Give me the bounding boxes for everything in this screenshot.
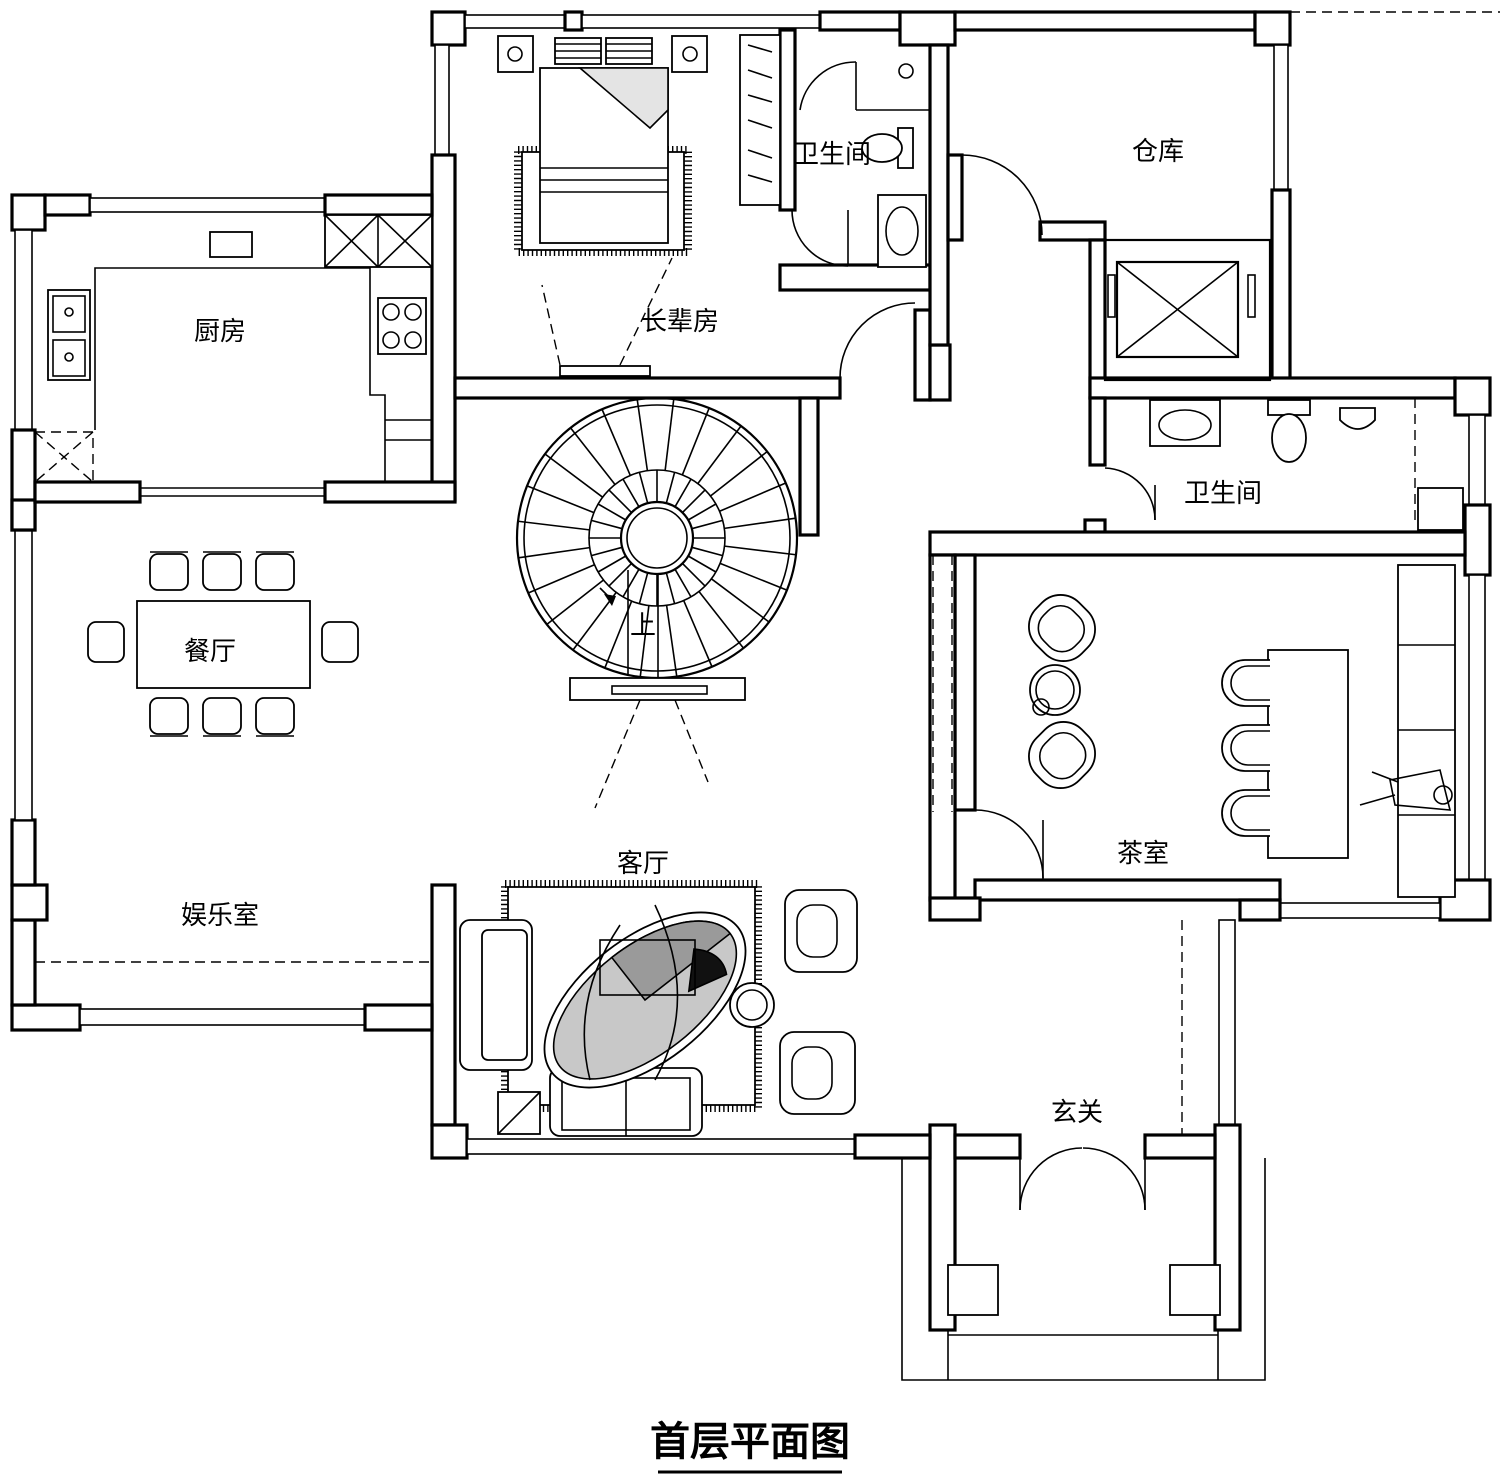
stair-tread — [622, 568, 640, 598]
plan-title: 首层平面图 — [650, 1419, 850, 1465]
stair-tread — [687, 555, 717, 573]
stair-tread — [674, 568, 692, 598]
stair-tread — [687, 503, 717, 521]
stair-tread — [597, 503, 627, 521]
dining-set — [87, 551, 359, 737]
stair-tread — [569, 427, 616, 486]
stair-tread — [639, 605, 650, 678]
kitchen-fixtures — [47, 214, 433, 482]
tea-table — [1267, 649, 1349, 859]
spiral-stair — [515, 396, 799, 701]
label-bathroom-right: 卫生间 — [1184, 479, 1262, 509]
stair-tread — [601, 408, 632, 476]
stair-tread — [664, 398, 675, 471]
stair-tread — [604, 600, 633, 669]
stair-tread — [572, 591, 617, 651]
nightstand — [497, 35, 534, 73]
stair-tread — [638, 572, 649, 604]
label-bathroom-upper: 卫生间 — [793, 140, 871, 170]
nightstand — [671, 35, 708, 73]
stair-tread — [546, 579, 605, 626]
stair-tread — [665, 472, 676, 504]
range-hood — [209, 231, 253, 258]
stair-tread — [681, 407, 710, 476]
bed — [539, 67, 669, 244]
bench-sofa — [1397, 564, 1456, 898]
stair-tread — [691, 546, 723, 557]
stair-tread — [665, 605, 678, 677]
stair-tread — [591, 519, 623, 530]
bedroom-furniture — [497, 34, 781, 377]
bath-fixtures — [861, 63, 1464, 531]
stove — [377, 297, 427, 355]
label-living-room: 客厅 — [617, 849, 669, 879]
label-tea-room: 茶室 — [1117, 839, 1169, 869]
stair-tread — [665, 572, 676, 604]
stair-tread — [682, 600, 713, 668]
stair-tread — [526, 485, 595, 514]
porch-column — [1169, 1264, 1221, 1316]
porch-column — [947, 1264, 999, 1316]
stair-tread — [681, 489, 706, 514]
armchair — [784, 889, 858, 973]
living-room-furniture — [459, 880, 858, 1137]
stair-tread — [608, 489, 633, 514]
stair-tread — [622, 478, 640, 508]
stair-tread — [719, 482, 787, 513]
stair-tread — [724, 517, 796, 530]
dashed-lines — [34, 257, 1416, 1135]
toilet — [861, 133, 903, 163]
walls — [10, 10, 1500, 1332]
label-kitchen: 厨房 — [194, 317, 246, 347]
label-dining: 餐厅 — [184, 637, 236, 667]
stair-tread — [719, 562, 788, 591]
label-foyer: 玄关 — [1051, 1098, 1103, 1128]
stair-tread — [517, 520, 590, 531]
stair-tread — [591, 546, 623, 557]
doors — [791, 61, 1156, 1211]
porch — [901, 1158, 1266, 1381]
stair-tread — [698, 590, 745, 649]
kitchen-sink — [47, 289, 91, 381]
stair-tread — [681, 562, 706, 587]
toilet — [1271, 413, 1307, 463]
basin — [1149, 399, 1221, 447]
label-storage: 仓库 — [1132, 137, 1184, 167]
stair-tread — [710, 578, 770, 623]
stair-tread — [518, 546, 590, 559]
side-table — [1029, 664, 1081, 716]
stair-tread — [544, 453, 604, 498]
shower-tray — [1417, 487, 1464, 531]
dining-table — [136, 600, 311, 689]
stair-tread — [608, 562, 633, 587]
stair-landing-cabinet — [569, 677, 746, 701]
stair-tread — [636, 399, 649, 471]
stair-tread — [697, 425, 742, 485]
stair-tread — [674, 478, 692, 508]
label-stair-up: 上 — [630, 611, 656, 641]
armchair — [779, 1031, 856, 1115]
label-entertainment: 娱乐室 — [181, 901, 259, 931]
tea-room-furniture — [1028, 564, 1456, 898]
urinal — [1339, 407, 1376, 430]
room-labels: 卫生间 仓库 长辈房 厨房 餐厅 上 卫生间 茶室 客厅 娱乐室 玄关 — [181, 137, 1262, 1128]
wardrobe — [739, 34, 781, 206]
stair-tread — [597, 555, 627, 573]
stair-tread — [724, 545, 797, 556]
stair-tread — [638, 472, 649, 504]
stair-tread — [527, 563, 595, 594]
person-figure — [1359, 769, 1453, 811]
stair-tread — [691, 519, 723, 530]
elevator — [1103, 238, 1272, 382]
tv-cabinet — [559, 365, 651, 377]
label-elder-room: 长辈房 — [641, 307, 719, 337]
stair-tread — [709, 450, 768, 497]
